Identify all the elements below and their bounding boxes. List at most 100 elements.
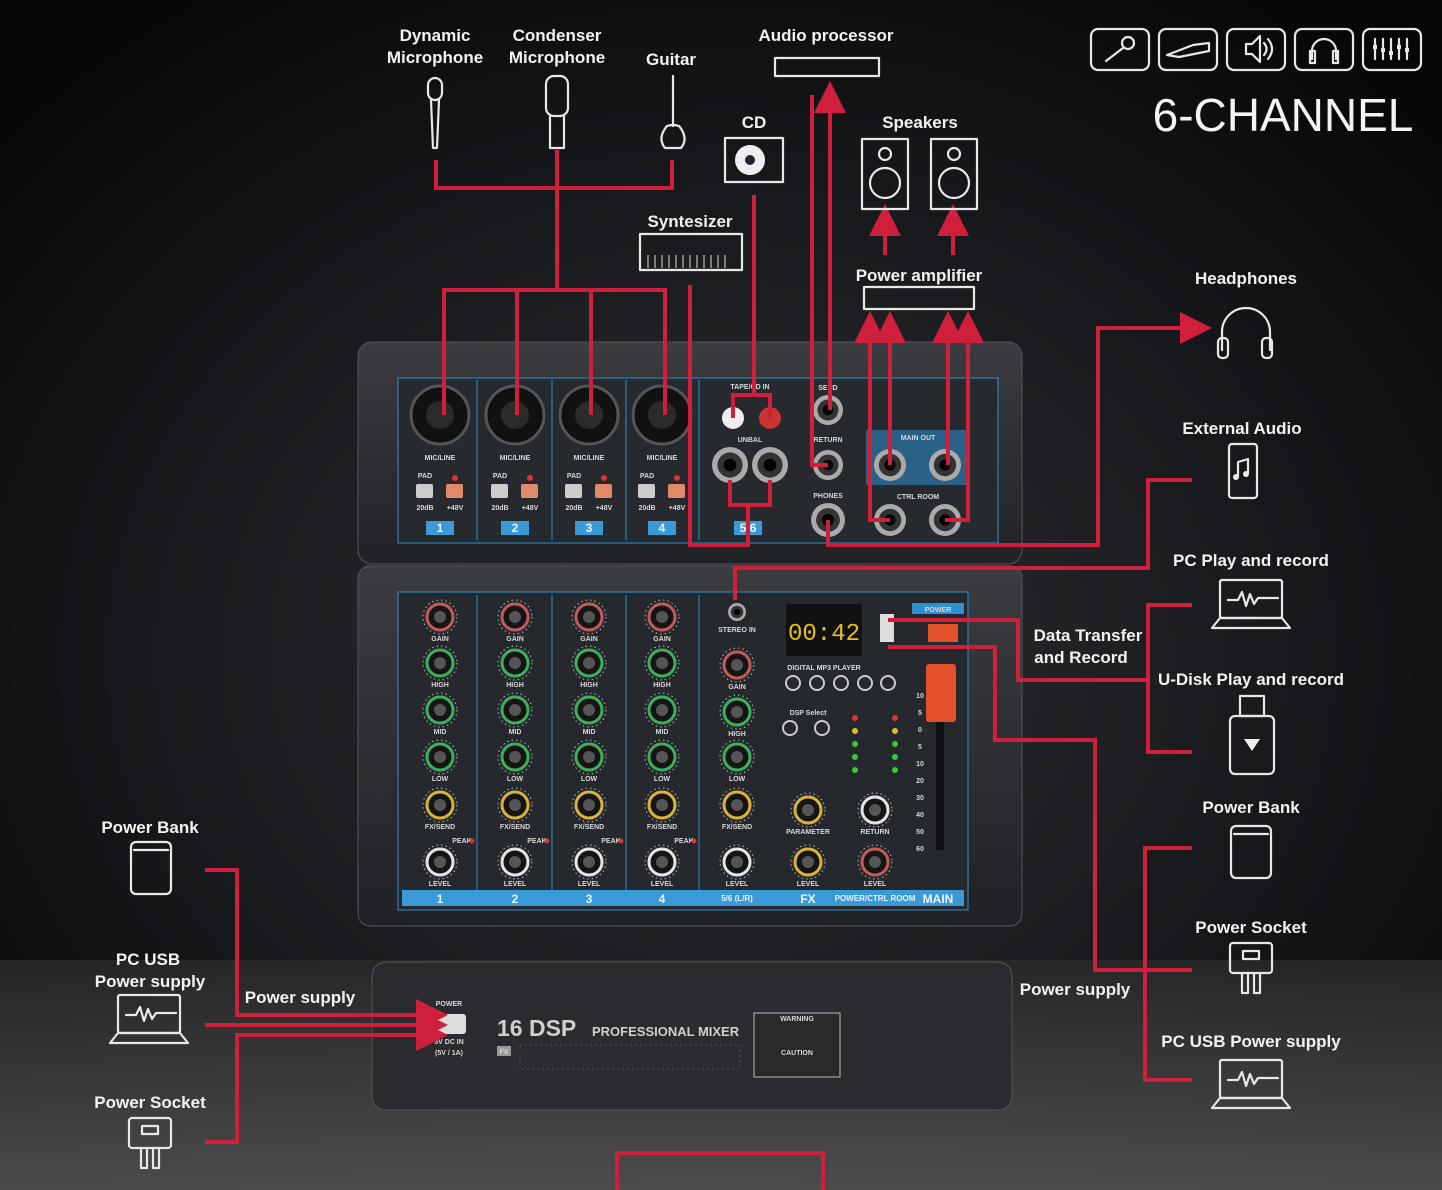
knob-low-ch1[interactable]: [422, 739, 458, 775]
knob-mid-ch2[interactable]: [497, 692, 533, 728]
dsp-select-down[interactable]: [814, 720, 830, 736]
main-out-right[interactable]: [929, 449, 961, 481]
mp3-button-2[interactable]: [809, 675, 825, 691]
pad-button[interactable]: [491, 484, 508, 498]
knob-level-ch2[interactable]: [497, 844, 533, 880]
label-dynamic-mic-1: Dynamic: [400, 26, 471, 45]
xlr-combo-input-1[interactable]: [409, 384, 471, 446]
headphones-icon: [1216, 306, 1274, 360]
mp3-button-5[interactable]: [880, 675, 896, 691]
xlr-combo-input-4[interactable]: [631, 384, 693, 446]
dsp-select-up[interactable]: [782, 720, 798, 736]
knob-mid-ch3[interactable]: [571, 692, 607, 728]
mp3-button-1[interactable]: [785, 675, 801, 691]
knob-label: FX/SEND: [500, 824, 530, 831]
knob-level-ch3[interactable]: [571, 844, 607, 880]
knob-high-ch1[interactable]: [422, 645, 458, 681]
peak-led: [618, 838, 624, 844]
mic-line-label: MIC/LINE: [647, 455, 678, 462]
headphones-icon: [1293, 27, 1355, 72]
condenser-microphone-icon: [544, 74, 570, 150]
knob-fx-send-ch1[interactable]: [422, 787, 458, 823]
power-switch[interactable]: [928, 624, 958, 642]
return-knob-label: RETURN: [860, 829, 889, 836]
line-input-left[interactable]: [712, 447, 748, 483]
knob-low-ch2[interactable]: [497, 739, 533, 775]
line-input-right[interactable]: [752, 447, 788, 483]
level-meter-led-r: [892, 741, 898, 747]
knob-label: LEVEL: [864, 881, 887, 888]
wire-mics-to-trunk: [434, 160, 674, 190]
knob-label: LOW: [432, 776, 449, 783]
knob-gain-ch2[interactable]: [497, 599, 533, 635]
bottom-channel-label: 2: [512, 892, 519, 906]
warning-text: WARNING: [780, 1016, 814, 1023]
knob-level-ch1[interactable]: [422, 844, 458, 880]
pad-button[interactable]: [638, 484, 655, 498]
usb-drive-icon: [1228, 694, 1276, 776]
knob-gain-ch1[interactable]: [422, 599, 458, 635]
speaker-left-icon: [860, 137, 910, 211]
speaker-right-icon: [929, 137, 979, 211]
pad-button[interactable]: [565, 484, 582, 498]
fader-scale-mark: 40: [916, 812, 924, 819]
wire-external-audio-to-stereo-in: [733, 478, 1192, 600]
speaker-icon: [1225, 27, 1287, 72]
knob-level-ch4[interactable]: [644, 844, 680, 880]
knob-low-ch3[interactable]: [571, 739, 607, 775]
knob-ch56-1[interactable]: [719, 694, 755, 730]
knob-label: HIGH: [580, 682, 598, 689]
fx-parameter-knob[interactable]: [790, 792, 826, 828]
pad-label: PAD: [640, 473, 654, 480]
bottom-channel-label: 4: [659, 892, 666, 906]
mp3-button-4[interactable]: [857, 675, 873, 691]
label-headphones: Headphones: [1195, 269, 1297, 288]
bottom-channel-label: 3: [586, 892, 593, 906]
fx-level-knob[interactable]: [790, 844, 826, 880]
microphone-icon: [1089, 27, 1151, 72]
pad-button[interactable]: [416, 484, 433, 498]
48v-label: +48V: [447, 505, 464, 512]
knob-label: MID: [583, 729, 596, 736]
knob-ch56-2[interactable]: [719, 739, 755, 775]
knob-label: HIGH: [653, 682, 671, 689]
level-meter-led-l: [852, 728, 858, 734]
knob-gain-ch4[interactable]: [644, 599, 680, 635]
knob-label: FX/SEND: [647, 824, 677, 831]
mp3-button-3[interactable]: [833, 675, 849, 691]
knob-high-ch3[interactable]: [571, 645, 607, 681]
knob-label: GAIN: [653, 636, 671, 643]
knob-ch56-4[interactable]: [719, 844, 755, 880]
knob-fx-send-ch2[interactable]: [497, 787, 533, 823]
channel-label-strip: [402, 890, 964, 906]
stereo-in-jack[interactable]: [728, 603, 746, 621]
knob-low-ch4[interactable]: [644, 739, 680, 775]
knob-fx-send-ch3[interactable]: [571, 787, 607, 823]
level-meter-led-r: [892, 715, 898, 721]
return-knob[interactable]: [857, 792, 893, 828]
label-power-socket-left: Power Socket: [94, 1093, 206, 1112]
knob-mid-ch1[interactable]: [422, 692, 458, 728]
label-synthesizer: Syntesizer: [647, 212, 732, 231]
phantom-48v-button[interactable]: [521, 484, 538, 498]
ctrl-room-level-knob[interactable]: [857, 844, 893, 880]
knob-mid-ch4[interactable]: [644, 692, 680, 728]
label-pc-usb-left-1: PC USB: [116, 950, 180, 969]
phantom-48v-button[interactable]: [595, 484, 612, 498]
power-bank-left-icon: [129, 840, 173, 896]
knob-high-ch2[interactable]: [497, 645, 533, 681]
wire-processor-return: [810, 95, 828, 467]
phantom-48v-button[interactable]: [668, 484, 685, 498]
mp3-player-label: DIGITAL MP3 PLAYER: [787, 665, 860, 672]
knob-fx-send-ch4[interactable]: [644, 787, 680, 823]
phantom-48v-button[interactable]: [446, 484, 463, 498]
knob-high-ch4[interactable]: [644, 645, 680, 681]
knob-ch56-0[interactable]: [719, 647, 755, 683]
label-pc-play: PC Play and record: [1173, 551, 1329, 570]
knob-ch56-3[interactable]: [719, 787, 755, 823]
cable-connections: [205, 81, 1212, 1190]
main-fader-handle[interactable]: [926, 664, 956, 722]
fader-scale-mark: 30: [916, 795, 924, 802]
bottom-channel-label: 1: [437, 892, 444, 906]
knob-gain-ch3[interactable]: [571, 599, 607, 635]
